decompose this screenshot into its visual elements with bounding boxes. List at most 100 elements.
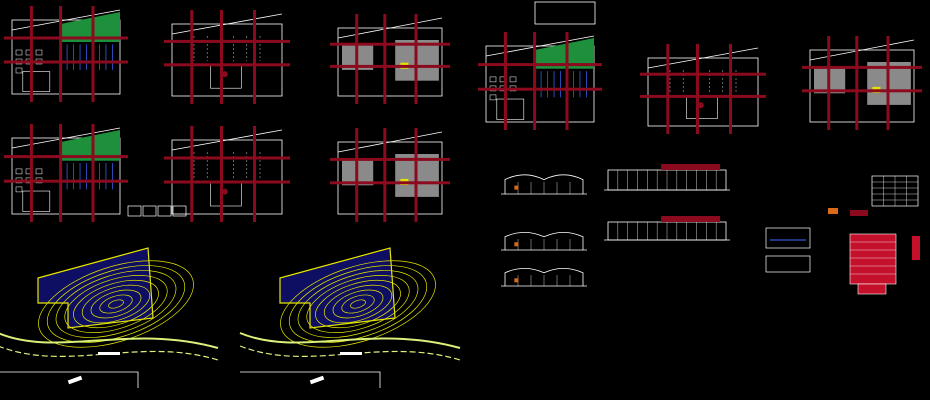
- title-frame: [534, 1, 596, 25]
- contour-line: [81, 284, 151, 324]
- facade-outline: [504, 232, 584, 250]
- floor-plan-sheet: [802, 36, 922, 130]
- column-grid-horizontal: [640, 72, 766, 76]
- floor-plan-sheet: [4, 6, 128, 102]
- column-grid-vertical: [565, 32, 569, 130]
- column-grid-vertical: [29, 6, 33, 102]
- contour-line: [55, 270, 177, 338]
- column-grid-vertical: [29, 124, 33, 222]
- contour-line: [73, 279, 159, 329]
- site-plan-sheet: [0, 247, 219, 388]
- column-grid-vertical: [729, 44, 732, 134]
- contour-line: [64, 275, 168, 333]
- column-grid-vertical: [503, 32, 507, 130]
- column-grid-horizontal: [164, 39, 290, 43]
- column-grid-vertical: [355, 128, 359, 222]
- legend-box: [157, 205, 172, 217]
- room-cell: [15, 168, 23, 175]
- legend-box: [127, 205, 142, 217]
- floor-plan-sheet: [330, 14, 450, 104]
- title-block-stamp: [857, 283, 887, 295]
- column-grid-horizontal: [330, 64, 450, 68]
- contour-line: [323, 284, 393, 324]
- details-group: [765, 175, 920, 295]
- roof-band: [661, 216, 721, 222]
- column-grid-horizontal: [164, 63, 290, 67]
- column-grid-vertical: [855, 36, 859, 130]
- column-grid-vertical: [190, 126, 194, 222]
- column-grid-vertical: [533, 32, 537, 130]
- elevation-drawing: [501, 232, 587, 251]
- column-grid-horizontal: [4, 36, 128, 40]
- floor-plan-sheet: [330, 128, 450, 222]
- title-block: [849, 233, 897, 285]
- contour-line: [288, 265, 428, 343]
- stair-block: [496, 98, 525, 120]
- column-grid-vertical: [220, 126, 223, 222]
- column-grid-horizontal: [802, 89, 922, 93]
- floor-plan-sheet: [164, 10, 290, 104]
- scale-bar: [340, 352, 362, 355]
- room-cell: [15, 186, 23, 193]
- column-grid-vertical: [696, 44, 699, 134]
- column-grid-horizontal: [640, 94, 766, 98]
- lot-outline: [240, 371, 381, 388]
- facade-outline: [504, 268, 584, 286]
- column-grid-vertical: [666, 44, 670, 134]
- column-grid-horizontal: [164, 156, 290, 160]
- scale-bar: [98, 352, 120, 355]
- facade-accent: [514, 242, 519, 247]
- column-grid-horizontal: [330, 42, 450, 46]
- stair-block: [22, 190, 51, 212]
- facade-outline: [504, 174, 584, 194]
- room-cell: [15, 67, 23, 74]
- column-grid-vertical: [59, 124, 63, 222]
- stair-block: [22, 71, 51, 92]
- column-grid-horizontal: [330, 157, 450, 161]
- column-grid-horizontal: [478, 63, 602, 67]
- road-line: [0, 332, 219, 349]
- contour-line: [99, 294, 133, 314]
- column-grid-horizontal: [330, 181, 450, 185]
- column-grid-vertical: [220, 10, 223, 104]
- room-cell: [489, 94, 497, 101]
- column-grid-vertical: [253, 10, 256, 104]
- legend-box: [142, 205, 157, 217]
- detail-section: [765, 255, 811, 273]
- site-plans-group: [0, 247, 461, 388]
- contour-line: [315, 279, 401, 329]
- room-cell: [15, 49, 23, 56]
- north-arrow: [309, 375, 325, 385]
- site-plan-sheet: [239, 247, 461, 388]
- contour-line: [341, 294, 375, 314]
- detail-symbol: [828, 208, 838, 214]
- contour-line: [46, 265, 186, 343]
- fixture: [221, 71, 228, 78]
- elevations-group: [501, 164, 730, 287]
- column-grid-horizontal: [164, 180, 290, 184]
- facade-accent: [514, 278, 519, 283]
- column-grid-vertical: [383, 128, 387, 222]
- contour-line: [90, 289, 142, 319]
- garden-area: [60, 12, 120, 42]
- long-elevation-drawing: [604, 164, 730, 191]
- contour-line: [306, 275, 410, 333]
- column-grid-vertical: [383, 14, 387, 104]
- column-grid-horizontal: [4, 155, 128, 159]
- contour-line: [297, 270, 419, 338]
- floor-plan-sheet: [4, 124, 128, 222]
- column-grid-vertical: [91, 6, 95, 102]
- long-elevation-drawing: [604, 216, 730, 241]
- legend-box: [172, 205, 187, 217]
- site-boundary: [37, 247, 154, 329]
- floor-plan-sheet: [478, 32, 602, 130]
- contour-line: [350, 299, 366, 309]
- column-grid-vertical: [355, 14, 359, 104]
- room-cell: [35, 168, 43, 175]
- column-grid-horizontal: [478, 87, 602, 91]
- garden-area: [534, 38, 594, 69]
- column-grid-horizontal: [4, 179, 128, 183]
- room-cell: [489, 76, 497, 83]
